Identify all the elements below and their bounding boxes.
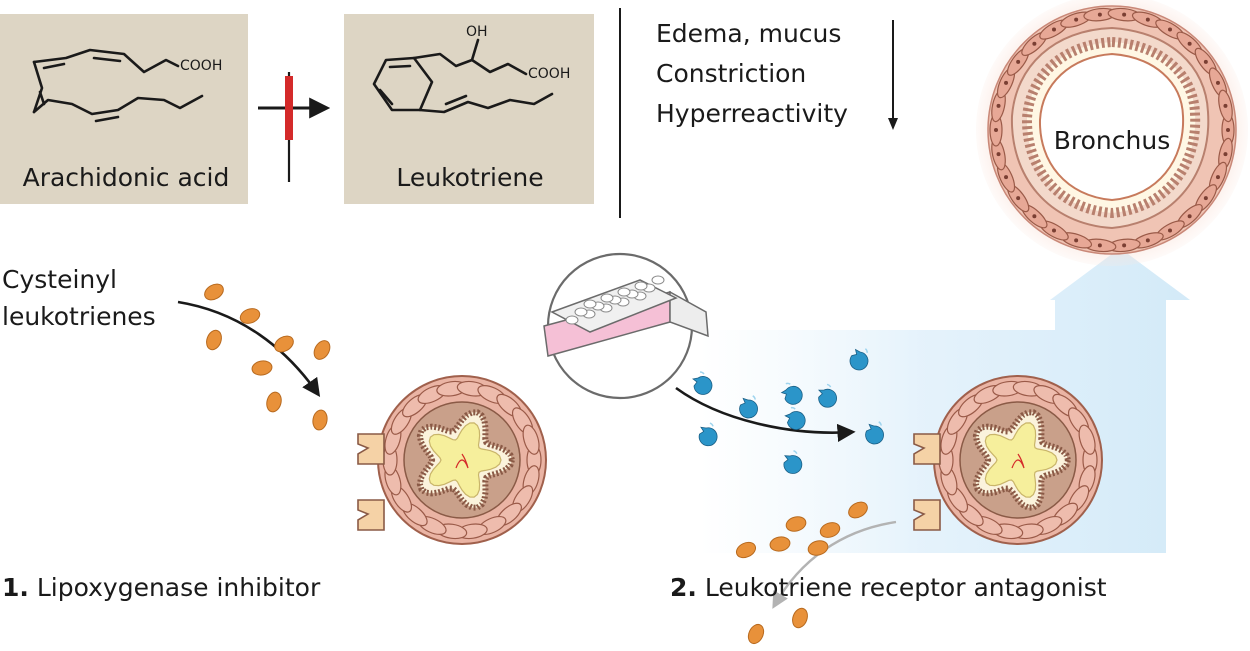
cell-nucleus [994,128,998,132]
cell-nucleus [1004,80,1009,85]
leukotriene-particle [206,329,222,351]
leukotriene-flow-arrow [177,300,321,397]
bronchus-cross-section: Bronchus [976,0,1248,266]
leukotriene-particle [819,522,841,538]
leukotriene-structure: OH COOH [372,24,570,114]
leukotriene-particle [785,516,807,532]
effect-hyperreactivity: Hyperreactivity [656,99,848,128]
leukotriene-receptor [913,499,941,531]
cell-nucleus [1168,228,1172,233]
cell-nucleus [1074,238,1079,243]
cell-nucleus [1074,17,1079,22]
relief-arrow [700,248,1190,553]
effects-list: Edema, mucus Constriction Hyperreactivit… [656,19,848,128]
cell-nucleus [1226,128,1230,132]
airway-lumen-detail [455,453,469,469]
effect-constriction: Constriction [656,59,806,88]
leukotriene-receptor [357,499,385,531]
leukotriene-particle [251,360,273,376]
cell-nucleus [1032,41,1037,46]
antagonist-text: Leukotriene receptor antagonist [697,573,1107,602]
cell-nucleus [1122,12,1127,17]
cell-nucleus [1032,214,1037,219]
cell-nucleus [1145,238,1150,243]
leukotriene-particle [735,541,757,559]
cell-nucleus [1215,175,1220,180]
leukotriene-particle [313,340,331,360]
pill-dot [574,307,588,317]
arachidonic-acid-structure: COOH [32,48,222,123]
antagonist-number: 2. [670,573,697,602]
antagonist-flow-arrow [675,386,856,443]
leukotriene-particle [266,391,282,413]
leukotriene-particles-right [735,501,868,645]
pill-dot [565,315,579,325]
cell-nucleus [1016,196,1021,201]
cysteinyl-leukotrienes-label: Cysteinyl leukotrienes [2,265,156,331]
pill-dot [583,299,597,309]
cell-nucleus [1097,12,1102,17]
pill-dot [634,281,648,291]
pill-dot [617,287,631,297]
cell-nucleus [996,103,1001,108]
leukotriene-label: Leukotriene [396,163,543,192]
airway-cross-section-left [357,375,547,545]
leukotriene-receptor [913,433,941,465]
cell-nucleus [1016,59,1021,64]
cell-nucleus [1122,243,1127,248]
leukotriene-cooh-label: COOH [528,66,570,82]
inhibitor-text: Lipoxygenase inhibitor [29,573,321,602]
effect-edema-mucus: Edema, mucus [656,19,841,48]
cell-nucleus [1187,41,1192,46]
cell-nucleus [1097,243,1102,248]
cell-nucleus [1203,196,1208,201]
pill-blister-icon [543,252,709,400]
cell-nucleus [1052,228,1056,233]
leukotriene-particle [312,409,328,431]
arachidonic-cooh-label: COOH [180,58,222,74]
leukotriene-particle [807,540,829,556]
leukotriene-particle [204,283,224,301]
cell-nucleus [1187,214,1192,219]
leukotriene-particle [848,501,868,519]
leukotriene-receptor [357,433,385,465]
pill-dot [651,275,665,285]
airway-cell [522,424,540,455]
leukotriene-particles-left [204,283,331,431]
cell-nucleus [1223,103,1228,108]
cell-nucleus [996,152,1001,157]
inhibition-arrow-icon [258,72,331,182]
cell-nucleus [1223,152,1228,157]
arachidonic-acid-label: Arachidonic acid [23,163,230,192]
leukotriene-particle [747,623,765,645]
inhibitor-number: 1. [2,573,29,602]
cell-nucleus [1168,27,1172,32]
cell-nucleus [1145,17,1150,22]
cysteinyl-label-line2: leukotrienes [2,302,156,331]
down-arrow-icon [888,20,898,130]
airway-cross-section-right [913,375,1103,545]
leukotriene-oh-label: OH [466,24,488,40]
leukotriene-antagonist-label: 2. Leukotriene receptor antagonist [670,573,1107,602]
cell-nucleus [1004,175,1009,180]
leukotriene-particle [274,335,294,353]
pill-dot [600,293,614,303]
leukotriene-box: OH COOH Leukotriene [344,14,594,204]
leukotriene-particle [792,607,808,629]
cysteinyl-label-line1: Cysteinyl [2,265,117,294]
lipoxygenase-inhibitor-label: 1. Lipoxygenase inhibitor [2,573,321,602]
arachidonic-acid-box: COOH Arachidonic acid [0,14,248,204]
leukotriene-particle [769,536,791,552]
cell-nucleus [1215,80,1220,85]
bronchus-label: Bronchus [1054,126,1170,155]
leukotriene-particle [239,308,261,324]
airway-lumen-detail [1011,453,1025,469]
cell-nucleus [1203,59,1208,64]
cell-nucleus [1052,27,1056,32]
airway-cell [1078,424,1096,455]
